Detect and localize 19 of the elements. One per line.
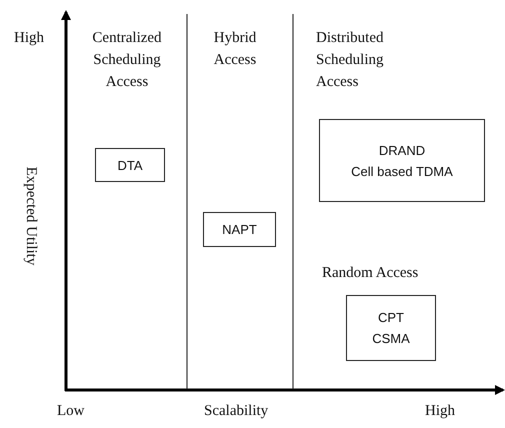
scheme-name: DRAND [378, 142, 426, 158]
scheme-name: CPT [378, 310, 404, 325]
scheme-name: Cell based TDMA [351, 164, 453, 178]
scheme-box [203, 212, 276, 247]
scheme-name: NAPT [222, 222, 257, 237]
scheme-box [346, 295, 436, 361]
section-heading: Random Access [322, 264, 418, 283]
axis-tick-label: Low [57, 402, 84, 421]
axis-title: Expected Utility [22, 166, 40, 268]
axis-tick-label: High [14, 29, 44, 48]
scheme-box [319, 119, 485, 202]
axis-tick-label: High [425, 402, 455, 421]
scheme-name: CSMA [372, 331, 410, 346]
scheme-box [95, 148, 165, 182]
column-heading: Distributed Scheduling Access [316, 29, 384, 92]
column-heading: Hybrid Access [212, 29, 258, 70]
scheme-name: DTA [117, 158, 143, 172]
column-heading: Centralized Scheduling Access [91, 29, 163, 92]
axis-title: Scalability [204, 402, 268, 421]
